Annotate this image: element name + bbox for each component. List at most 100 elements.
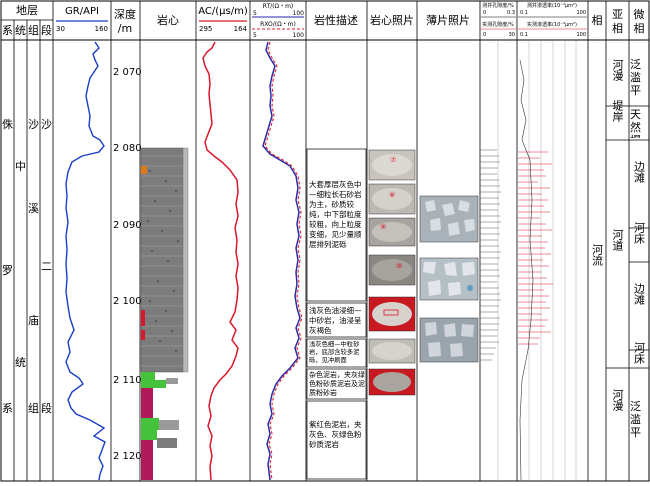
microfacies-4: 河床	[633, 222, 646, 245]
perm-meas-max: 100	[576, 32, 586, 38]
green-mudstone-2	[141, 380, 166, 388]
thin-photo-3-grains	[425, 322, 474, 357]
oil-stain-mark	[141, 166, 147, 174]
desc-box-5	[306, 400, 367, 480]
column-lines	[13, 1, 630, 481]
micro-1-fo: 泛滥平原	[630, 58, 641, 98]
core-photo-2-cylinder	[372, 188, 412, 210]
rxo-title: RXO/(Ω・m)	[260, 21, 296, 28]
core-mark-9: ⑨	[380, 223, 386, 231]
microfacies-1: 泛滥平原	[630, 58, 641, 98]
core-recovery-bar	[182, 147, 189, 373]
depth-title: 深度	[114, 7, 136, 21]
group-char-4: 组	[28, 401, 39, 415]
measured-permeability-trace	[518, 151, 553, 345]
microfacies-dividers	[629, 227, 649, 351]
desc-3: 浅灰色细—中粒砂岩，底部含较多泥砾，见冲刷面	[309, 341, 360, 364]
core-mark-8: ⑧	[389, 191, 395, 199]
ac-max: 164	[234, 25, 248, 33]
subfacies-3: 河道	[611, 229, 624, 251]
group-header: 组	[28, 23, 39, 37]
depth-unit: /m	[118, 22, 132, 35]
microfacies-5: 边滩	[633, 283, 646, 306]
por-meas-min: 0	[483, 32, 486, 38]
desc-box-4	[306, 368, 367, 400]
depth-tick-2100: 2 100	[113, 296, 142, 307]
desc-4: 杂色泥岩，夹灰绿色粉砂质泥岩及泥质粉砂岩	[309, 371, 365, 397]
core-photo-4-cylinder	[372, 259, 412, 281]
red-mudstone-2	[141, 440, 153, 480]
desc-2-fo: 浅灰色油浸细—中砂岩，油浸呈灰褐色	[309, 306, 362, 335]
system-char-1: 侏	[2, 118, 13, 131]
por-log-min: 0	[483, 10, 486, 16]
grey-band-3	[157, 438, 177, 448]
perm-log-max: 100	[576, 10, 586, 16]
por-meas-title: 实测孔隙度/%	[482, 21, 514, 28]
grey-band-2	[159, 420, 179, 430]
litho-descriptions: 大套厚层灰色中—细粒长石砂岩为主，砂质较纯，中下部粒度较粗，向上粒度变细，见少量…	[306, 148, 367, 480]
gr-curve	[65, 41, 106, 481]
subfacies-header-2: 相	[612, 22, 623, 35]
facies-header: 相	[592, 14, 603, 27]
group-char-2: 溪	[28, 202, 39, 215]
section-char-1: 沙	[41, 118, 52, 131]
subfacies-1: 河漫	[611, 59, 624, 82]
system-char-3: 系	[2, 402, 13, 415]
thin-photo-header: 薄片照片	[426, 13, 470, 27]
log-permeability-curve	[519, 59, 534, 481]
por-meas-max: 30	[509, 32, 515, 38]
series-header: 统	[15, 24, 26, 37]
desc-4-fo: 杂色泥岩，夹灰绿色粉砂质泥岩及泥质粉砂岩	[309, 371, 365, 397]
rt-min: 5	[253, 10, 257, 17]
gr-min: 30	[56, 25, 65, 33]
core-mark-10: ⑩	[396, 262, 402, 270]
core-photo-1-cylinder	[372, 154, 412, 176]
microfacies-header-1: 微	[634, 7, 645, 21]
perm-meas-min: 0.1	[520, 32, 528, 38]
microfacies-2: 天然堤	[630, 108, 641, 138]
series-char-1: 中	[15, 160, 26, 173]
microfacies-header-2: 相	[634, 22, 645, 35]
rxo-min: 5	[253, 32, 257, 39]
desc-2: 浅灰色油浸细—中砂岩，油浸呈灰褐色	[309, 306, 362, 335]
red-mark-2	[141, 330, 145, 340]
desc-box-3	[306, 338, 367, 368]
strata-chars: 侏 罗 系 中 统 沙 溪 庙 组 沙 二 段	[2, 118, 52, 415]
core-mark-7: ⑦	[390, 156, 396, 164]
core-photo-3-cylinder	[372, 222, 412, 242]
ac-min: 295	[199, 25, 212, 33]
rt-title: RT/(Ω・m)	[263, 3, 294, 10]
desc-5: 紫红色泥岩，夹灰色、灰绿色粉砂质泥岩	[309, 420, 362, 449]
depth-tick-2120: 2 120	[113, 451, 142, 462]
depth-tick-2090: 2 090	[113, 220, 142, 231]
red-mudstone-1	[141, 388, 153, 418]
perm-log-title: 测井渗透率(10⁻³μm²)	[527, 2, 577, 9]
microfacies-7: 泛滥平原	[630, 400, 641, 440]
subfacies-header-1: 亚	[612, 8, 623, 21]
rt-max: 100	[293, 10, 305, 17]
core-photo-5-label	[383, 309, 399, 316]
depth-tick-2080: 2 080	[113, 143, 142, 154]
por-log-max: 0.3	[507, 10, 515, 16]
microfacies-6: 河床	[633, 342, 646, 365]
desc-3-fo: 浅灰色细—中粒砂岩，底部含较多泥砾，见冲刷面	[309, 341, 360, 364]
sandstone-body	[140, 147, 184, 373]
section-char-2: 二	[41, 260, 52, 273]
core-column	[140, 147, 189, 480]
core-photo-5-cylinder	[372, 302, 412, 326]
grey-band-1	[166, 378, 178, 384]
depth-tick-2110: 2 110	[113, 375, 142, 386]
microfacies-3: 边滩	[633, 161, 646, 184]
core-photos: ⑦ ⑧ ⑨ ⑩	[368, 149, 416, 396]
red-mark-1	[141, 310, 145, 326]
ac-curve	[202, 41, 239, 481]
subfacies-labels: 河漫 堤岸 河道 河漫	[611, 59, 624, 412]
desc-5-fo: 紫红色泥岩，夹灰色、灰绿色粉砂质泥岩	[309, 420, 362, 449]
system-header: 系	[2, 24, 13, 37]
core-photo-7-cylinder	[373, 372, 411, 392]
series-char-2: 统	[15, 356, 26, 369]
sandstone-bedding	[141, 155, 183, 367]
subfacies-2: 堤岸	[611, 100, 624, 123]
